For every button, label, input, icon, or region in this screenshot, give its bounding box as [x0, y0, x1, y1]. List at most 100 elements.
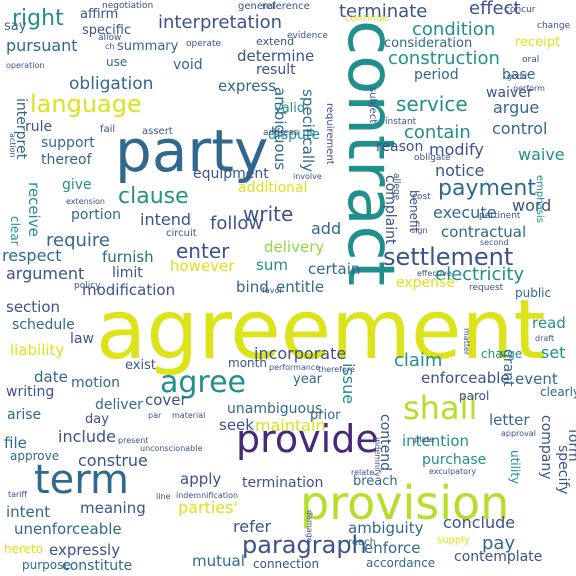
- word-favor: favor: [262, 286, 283, 295]
- word-follow: follow: [210, 213, 264, 234]
- word-par: par: [148, 411, 162, 420]
- word-connection: connection: [253, 557, 320, 571]
- word-motion: motion: [71, 375, 121, 391]
- word-second: second: [480, 238, 509, 247]
- word-event: event: [515, 370, 558, 388]
- word-bind: bind: [236, 278, 269, 296]
- word-day: day: [85, 412, 109, 427]
- word-involve: involve: [293, 172, 322, 181]
- word-exculpatory: exculpatory: [429, 467, 477, 476]
- word-sign: sign: [411, 226, 428, 235]
- word-electricity: electricity: [435, 264, 525, 285]
- word-construe: construe: [78, 451, 148, 470]
- word-fail: fail: [100, 124, 116, 135]
- word-expense: expense: [396, 275, 455, 291]
- word-contend: contend: [377, 414, 393, 471]
- word-termination: termination: [242, 475, 324, 491]
- word-expressly: expressly: [49, 541, 121, 559]
- word-obligation: obligation: [69, 74, 154, 94]
- word-unconscionable: unconscionable: [140, 444, 203, 453]
- word-law: law: [70, 331, 94, 347]
- word-parties: parties': [178, 498, 238, 517]
- word-support: support: [41, 135, 95, 151]
- word-allow: allow: [98, 33, 122, 43]
- word-requirement: requirement: [324, 103, 335, 165]
- word-consideration: consideration: [384, 36, 473, 51]
- word-conclude: conclude: [443, 513, 516, 532]
- word-indemnify: indemnify: [373, 437, 382, 477]
- word-general: general: [238, 1, 277, 12]
- word-rule: rule: [25, 119, 53, 135]
- word-require: require: [46, 230, 110, 251]
- word-year: year: [293, 372, 323, 387]
- word-month: month: [228, 356, 267, 370]
- word-request: request: [469, 283, 504, 293]
- word-reach: reach: [348, 537, 377, 548]
- word-execute: execute: [433, 203, 497, 222]
- word-entitle: entitle: [276, 278, 325, 296]
- word-additional: additional: [238, 180, 308, 196]
- word-company: company: [538, 415, 554, 480]
- word-clause: clause: [118, 184, 189, 209]
- word-supply: supply: [437, 535, 470, 546]
- word-cover: cover: [145, 391, 187, 409]
- word-agreement: agreement: [96, 283, 546, 378]
- word-address: address: [263, 128, 299, 138]
- word-affirm: affirm: [80, 7, 119, 22]
- word-present: present: [118, 436, 149, 445]
- word-notice: notice: [435, 161, 485, 180]
- word-waive: waive: [518, 145, 565, 164]
- word-oral: oral: [522, 55, 540, 65]
- word-instant: instant: [385, 117, 417, 127]
- word-claim: claim: [394, 350, 443, 371]
- word-word: word: [512, 196, 552, 215]
- word-issue: issue: [339, 363, 358, 405]
- word-argue: argue: [493, 98, 540, 117]
- word-continue: continue: [345, 13, 389, 24]
- word-limit: limit: [112, 265, 143, 281]
- word-contractual: contractual: [441, 223, 527, 241]
- word-operate: operate: [186, 39, 222, 49]
- word-subject: subject: [367, 87, 378, 124]
- word-interpret: interpret: [13, 98, 29, 160]
- word-settlement: settlement: [383, 243, 514, 271]
- word-emphasis: emphasis: [534, 175, 545, 223]
- word-constitute: constitute: [62, 558, 133, 574]
- word-period: period: [414, 67, 459, 83]
- word-base: base: [502, 67, 536, 83]
- word-apply: apply: [180, 470, 222, 488]
- word-hereto: hereto: [4, 542, 44, 556]
- word-form: form: [565, 429, 576, 462]
- word-include: include: [58, 427, 116, 446]
- word-however: however: [170, 257, 235, 275]
- word-material: material: [172, 411, 206, 420]
- word-ambiguity: ambiguity: [348, 519, 424, 537]
- word-prior: prior: [310, 408, 341, 423]
- word-deliver: deliver: [95, 397, 143, 413]
- word-respect: respect: [2, 246, 62, 265]
- word-letter: letter: [489, 411, 530, 429]
- word-condition: condition: [412, 19, 496, 40]
- word-argument: argument: [6, 264, 85, 283]
- word-tariff: tariff: [8, 490, 28, 499]
- word-waiver: waiver: [486, 85, 533, 101]
- word-negotiation: negotiation: [102, 1, 154, 11]
- word-parol: parol: [459, 389, 490, 403]
- word-refer: refer: [233, 517, 272, 536]
- word-clear: clear: [8, 216, 22, 246]
- word-change: change: [537, 21, 571, 31]
- word-provision: provision: [300, 476, 510, 530]
- word-enter: enter: [176, 239, 230, 263]
- word-accordance: accordance: [366, 556, 436, 570]
- word-cost: cost: [412, 192, 431, 202]
- word-breach: breach: [353, 474, 398, 489]
- word-language: language: [30, 90, 142, 118]
- word-arise: arise: [7, 407, 42, 423]
- word-specifically: specifically: [299, 89, 317, 173]
- word-therefore: therefore: [318, 365, 355, 374]
- word-effect: effect: [469, 0, 521, 19]
- word-enforce: enforce: [364, 539, 421, 557]
- word-valid: valid: [274, 101, 306, 116]
- word-pursuant: pursuant: [6, 36, 78, 55]
- word-concur: concur: [505, 5, 536, 15]
